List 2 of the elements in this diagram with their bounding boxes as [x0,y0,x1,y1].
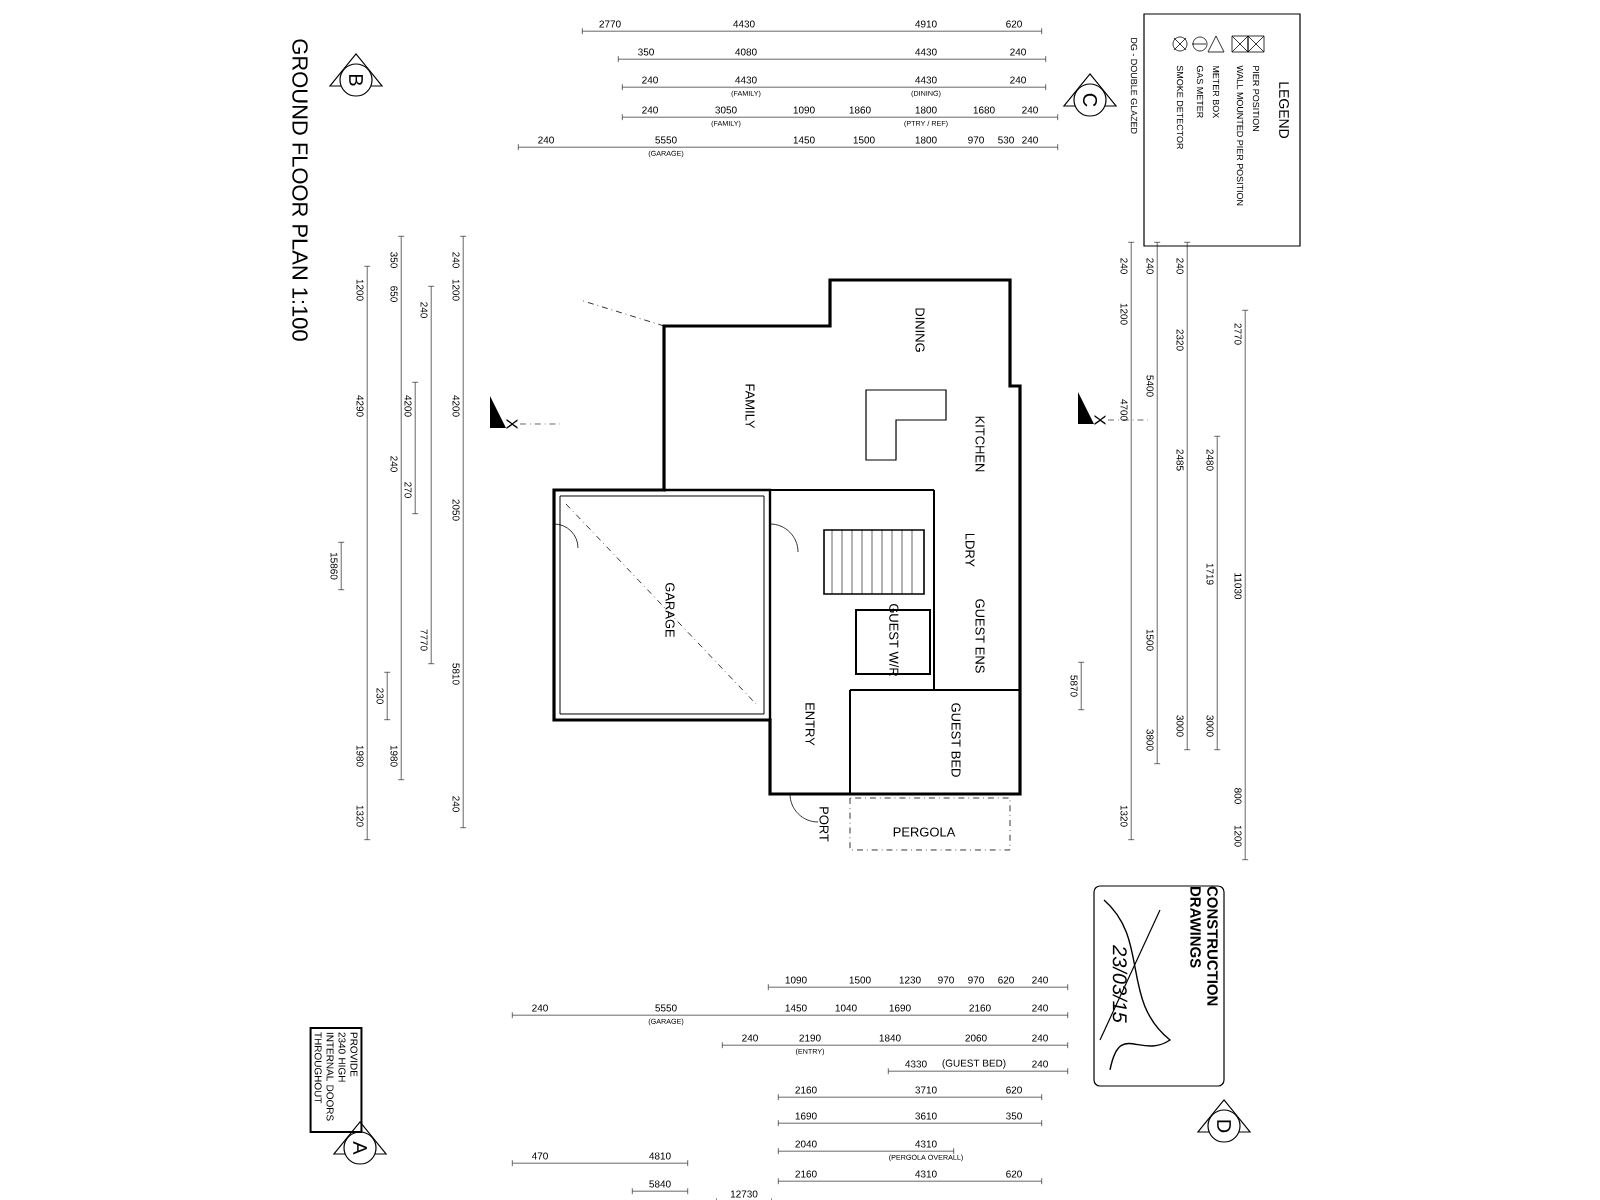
plan-title: GROUND FLOOR PLAN 1:100 [292,39,308,341]
handwritten-date: 23/03/15 [1112,945,1128,1023]
